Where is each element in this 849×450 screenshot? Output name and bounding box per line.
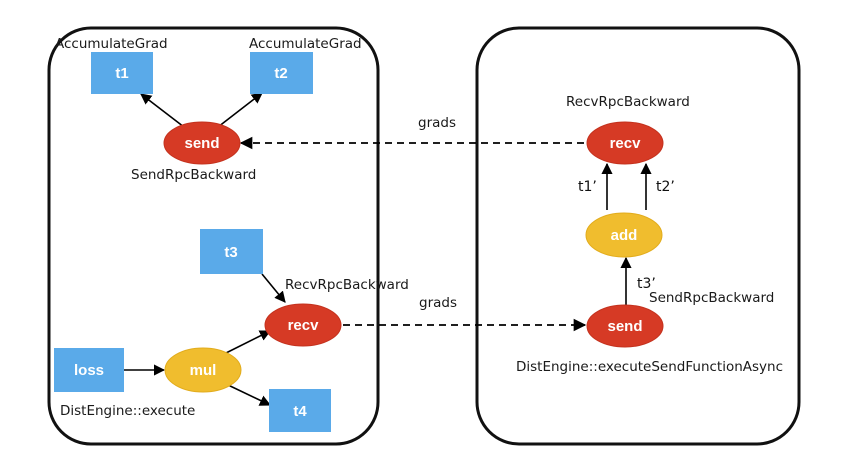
grads-label-bottom: grads [419, 295, 457, 311]
dist-engine-execute-label: DistEngine::execute [60, 403, 195, 419]
node-send-right-label: send [607, 318, 642, 335]
node-send-left [163, 121, 241, 165]
t1-prime-label: t1’ [578, 179, 597, 195]
node-mul-label: mul [190, 362, 217, 379]
edge-t3-to-recv [261, 273, 286, 303]
edge-send-to-t1 [140, 93, 185, 128]
tensor-label-t2: t2 [274, 65, 287, 82]
tensor-box-t2 [250, 52, 313, 94]
t2-prime-label: t2’ [656, 179, 675, 195]
node-add [585, 212, 663, 258]
tensor-label-t1: t1 [115, 65, 128, 82]
edge-mul-to-t4 [225, 383, 272, 406]
send-rpc-backward-label-right: SendRpcBackward [649, 290, 774, 306]
accumulate-grad-label-2: AccumulateGrad [249, 36, 362, 52]
node-recv-left-label: recv [288, 317, 320, 334]
recv-rpc-backward-label-left: RecvRpcBackward [285, 277, 409, 293]
edge-mul-to-recv [223, 330, 272, 355]
node-recv-right-label: recv [610, 135, 642, 152]
recv-rpc-backward-label-right: RecvRpcBackward [566, 94, 690, 110]
node-send-left-label: send [184, 135, 219, 152]
tensor-label-t4: t4 [293, 403, 307, 420]
right-worker-frame [475, 26, 801, 446]
node-add-label: add [611, 227, 638, 244]
tensor-label-loss: loss [74, 362, 104, 379]
left-worker-frame [47, 26, 380, 446]
node-recv-left [264, 303, 342, 347]
send-rpc-backward-label-left: SendRpcBackward [131, 167, 256, 183]
tensor-box-t3 [200, 229, 263, 274]
grads-label-top: grads [418, 115, 456, 131]
tensor-box-loss [54, 348, 124, 392]
accumulate-grad-label-1: AccumulateGrad [55, 36, 168, 52]
node-recv-right [586, 121, 664, 165]
edge-send-to-t2 [217, 92, 263, 128]
dist-engine-send-async-label: DistEngine::executeSendFunctionAsync [516, 359, 783, 375]
node-send-right [586, 304, 664, 348]
tensor-box-t4 [269, 389, 331, 432]
tensor-box-t1 [91, 52, 153, 94]
tensor-label-t3: t3 [224, 244, 237, 261]
node-mul [164, 347, 242, 393]
t3-prime-label: t3’ [637, 276, 656, 292]
